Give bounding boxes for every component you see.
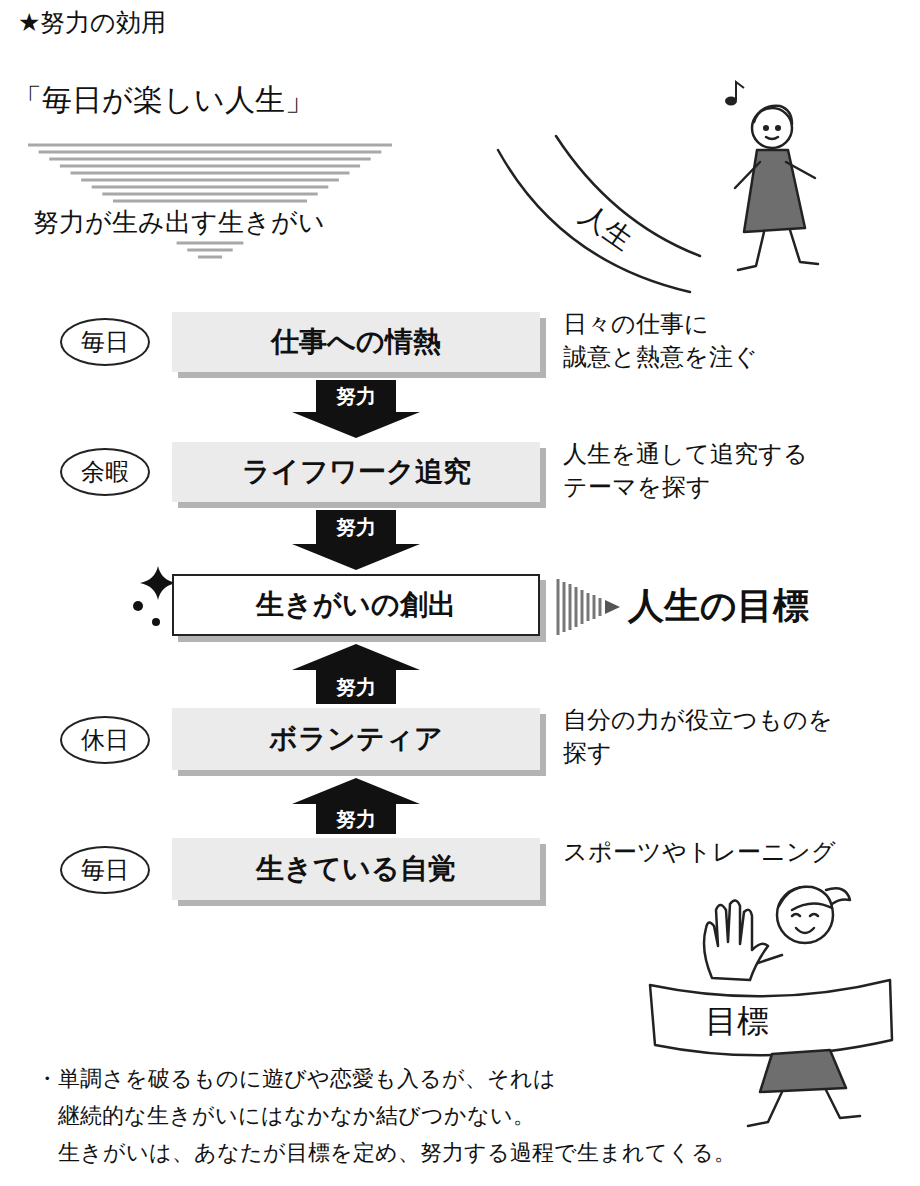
arrow-label: 努力: [333, 384, 379, 408]
stripe-line: [177, 242, 244, 245]
key-box: 生きがいの創出: [172, 574, 540, 636]
striped-triangle-band: 努力が生み出す生きがい: [25, 143, 395, 265]
caption-note: ・単調さを破るものに遊びや恋愛も入るが、それは 継続的な生きがいにはなかなか結び…: [36, 1060, 776, 1171]
arrow-label: 努力: [333, 675, 379, 699]
striped-arrow: [558, 579, 620, 635]
process-box: ライフワーク追究: [172, 442, 540, 502]
music-note: [726, 82, 744, 105]
page-title: 「毎日が楽しい人生」: [12, 80, 315, 120]
description-text: 人生を通して追究する テーマを探す: [563, 438, 893, 504]
girl-mouth: [796, 928, 814, 933]
walking-girl: [735, 106, 818, 270]
stripe-line: [198, 256, 222, 259]
description-text: 日々の仕事に 誠意と熱意を注ぐ: [563, 308, 893, 374]
goal-text: 人生の目標: [628, 582, 809, 630]
process-box: 生きている自覚: [172, 838, 540, 900]
girl-hair: [754, 106, 792, 124]
block-arrow: [292, 644, 420, 704]
stripe-line: [28, 144, 392, 147]
arrow-stripe: [599, 598, 602, 616]
node-label: 毎日: [81, 328, 129, 357]
girl-leg: [738, 232, 764, 270]
stripe-line: [71, 172, 350, 175]
time-circle: 毎日: [60, 846, 150, 894]
girl-arm: [735, 162, 760, 188]
banner-text: 目標: [705, 1004, 769, 1038]
description-text: スポーツやトレーニング: [563, 836, 893, 869]
node-label: 生きがいの創出: [256, 588, 456, 622]
process-box: 仕事への情熱: [172, 312, 540, 372]
time-circle: 余暇: [60, 448, 150, 496]
arrow-stripe: [587, 593, 590, 621]
stripe-line: [81, 179, 339, 182]
girl-eye: [810, 914, 818, 916]
arrow-stripe: [569, 584, 572, 630]
node-label: 毎日: [81, 856, 129, 885]
sparkle-dot: [152, 618, 160, 626]
process-box: ボランティア: [172, 708, 540, 770]
stripe-line: [60, 165, 360, 168]
goal-girl: [650, 887, 892, 1126]
arrow-label: 努力: [333, 515, 379, 539]
time-circle: 休日: [60, 716, 150, 764]
stripe-line: [92, 186, 329, 189]
node-label: ライフワーク追究: [242, 455, 471, 489]
node-label: 余暇: [81, 458, 129, 487]
girl-arm: [786, 162, 815, 178]
goal-banner: [650, 980, 892, 1055]
girl-leg: [826, 1090, 860, 1118]
girl-eye: [792, 914, 800, 916]
road-illustration: [498, 136, 700, 292]
girl-mouth: [766, 137, 778, 139]
road-edge: [498, 150, 690, 292]
stripe-line: [113, 200, 307, 203]
girl-hair: [779, 887, 832, 910]
girl-leg: [790, 230, 818, 264]
sparkle-symbol: [133, 566, 176, 626]
sparkle-star: [140, 566, 176, 600]
node-label: 仕事への情熱: [271, 325, 441, 359]
girl-eye: [764, 126, 768, 130]
block-arrow: [292, 510, 420, 570]
note-stem: [736, 82, 744, 100]
sparkle-dot: [133, 601, 143, 611]
girl-eye: [776, 126, 780, 130]
arrow-tip: [605, 600, 620, 614]
girl-leg: [748, 1092, 782, 1126]
time-circle: 毎日: [60, 318, 150, 366]
arrow-stripe: [575, 587, 578, 627]
stripe-line: [187, 249, 232, 252]
node-label: 休日: [81, 726, 129, 755]
girl-head: [777, 887, 833, 943]
section-heading: ★努力の効用: [18, 6, 166, 40]
stripe-line: [102, 193, 317, 196]
block-arrow: [292, 778, 420, 834]
note-head: [726, 97, 736, 104]
raised-hand: [704, 900, 768, 980]
stripe-line: [39, 151, 382, 154]
arrow-stripe: [557, 579, 560, 635]
girl-dress: [760, 1050, 846, 1092]
road-edge: [556, 136, 700, 256]
girl-dress: [744, 150, 805, 232]
arrow-stripe: [593, 595, 596, 619]
description-text: 自分の力が役立つものを 探す: [563, 704, 893, 770]
arrow-stripe: [581, 590, 584, 624]
node-label: ボランティア: [269, 722, 443, 756]
block-arrow: [292, 380, 420, 438]
node-label: 生きている自覚: [256, 852, 456, 886]
node-label: 努力が生み出す生きがい: [25, 205, 333, 240]
stripe-line: [49, 158, 370, 161]
arrow-stripe: [563, 582, 566, 632]
arrow-label: 努力: [333, 807, 379, 831]
